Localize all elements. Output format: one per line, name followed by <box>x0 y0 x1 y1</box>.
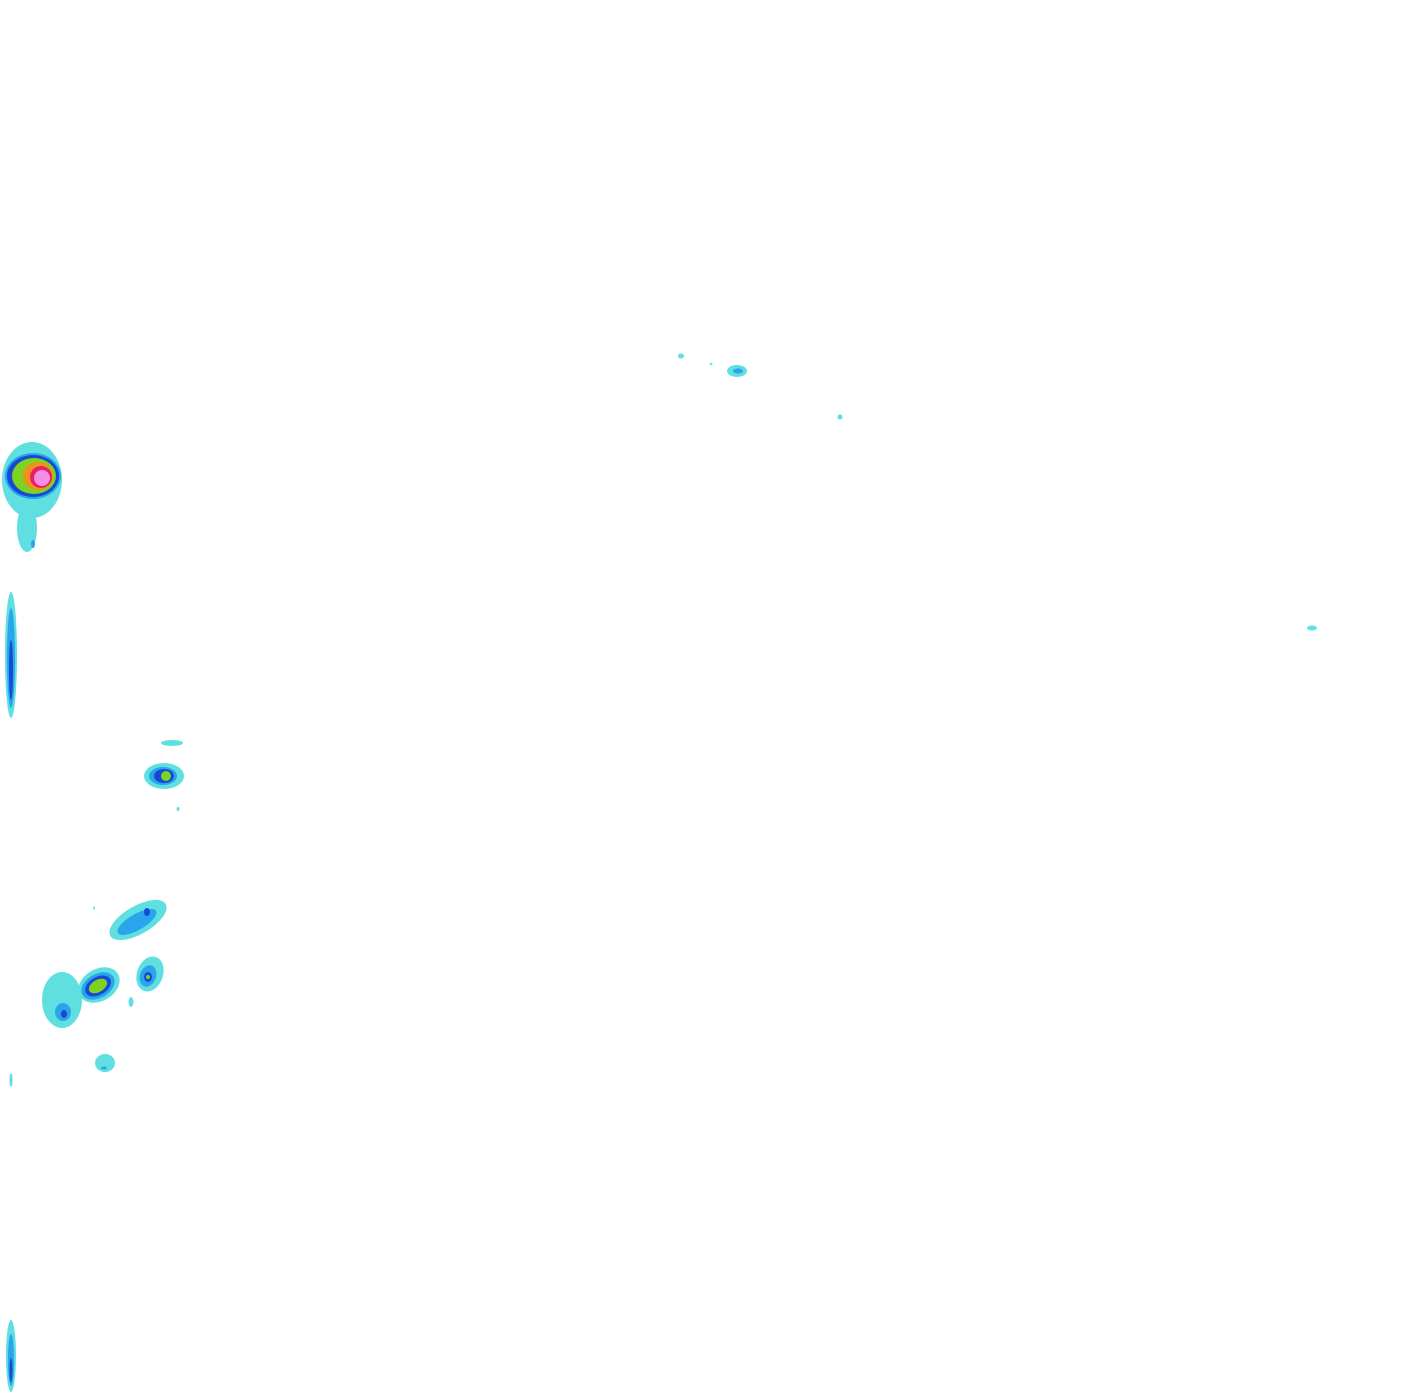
contour-peak-dot-h <box>1307 625 1317 631</box>
contour-peak-dot-e2 <box>128 997 134 1007</box>
contour-level-0 <box>17 504 37 552</box>
contour-level-0 <box>9 1073 13 1087</box>
contour-peak-peak-d-skirt <box>42 972 82 1028</box>
contour-level-2 <box>61 1010 67 1018</box>
contour-level-3 <box>146 975 150 979</box>
contour-level-2 <box>9 1358 13 1382</box>
contour-level-0 <box>176 807 180 811</box>
contour-level-6 <box>34 470 50 486</box>
contour-peak-peak-f <box>95 1054 115 1072</box>
contour-level-0 <box>93 906 95 910</box>
contour-peak-peak-main-tail <box>17 504 37 552</box>
contour-level-0 <box>128 997 134 1007</box>
contour-peak-dot-g3 <box>837 414 843 420</box>
contour-level-0 <box>837 414 843 420</box>
contour-peak-peak-main <box>2 442 62 518</box>
contour-peak-dash-b <box>161 740 183 746</box>
contour-peak-streak-left-2 <box>6 1320 16 1392</box>
contour-peak-peak-c <box>109 899 167 941</box>
contour-peak-dot-g2 <box>709 363 713 365</box>
contour-peak-dot-l1 <box>9 1073 13 1087</box>
contour-level-3 <box>88 978 108 994</box>
contour-level-0 <box>42 972 82 1028</box>
contour-peak-peak-d <box>78 967 120 1003</box>
contour-level-1 <box>733 368 743 374</box>
contour-level-1 <box>31 540 35 548</box>
contour-level-3 <box>161 771 171 781</box>
contour-level-0 <box>161 740 183 746</box>
contour-peak-dot-g1 <box>678 353 684 359</box>
contour-level-0 <box>709 363 713 365</box>
contour-level-0 <box>95 1054 115 1072</box>
contour-peak-peak-e <box>136 956 164 992</box>
contour-peak-peak-g <box>727 365 747 377</box>
contour-level-1 <box>101 1066 107 1070</box>
contour-peak-peak-b <box>144 763 184 789</box>
contour-level-2 <box>9 640 13 700</box>
contour-peak-dot-f2 <box>93 906 95 910</box>
contour-peak-dot-b2 <box>176 807 180 811</box>
contour-level-0 <box>1307 625 1317 631</box>
contour-peak-streak-left-1 <box>5 592 17 718</box>
contour-level-0 <box>678 353 684 359</box>
contour-level-2 <box>144 908 150 916</box>
